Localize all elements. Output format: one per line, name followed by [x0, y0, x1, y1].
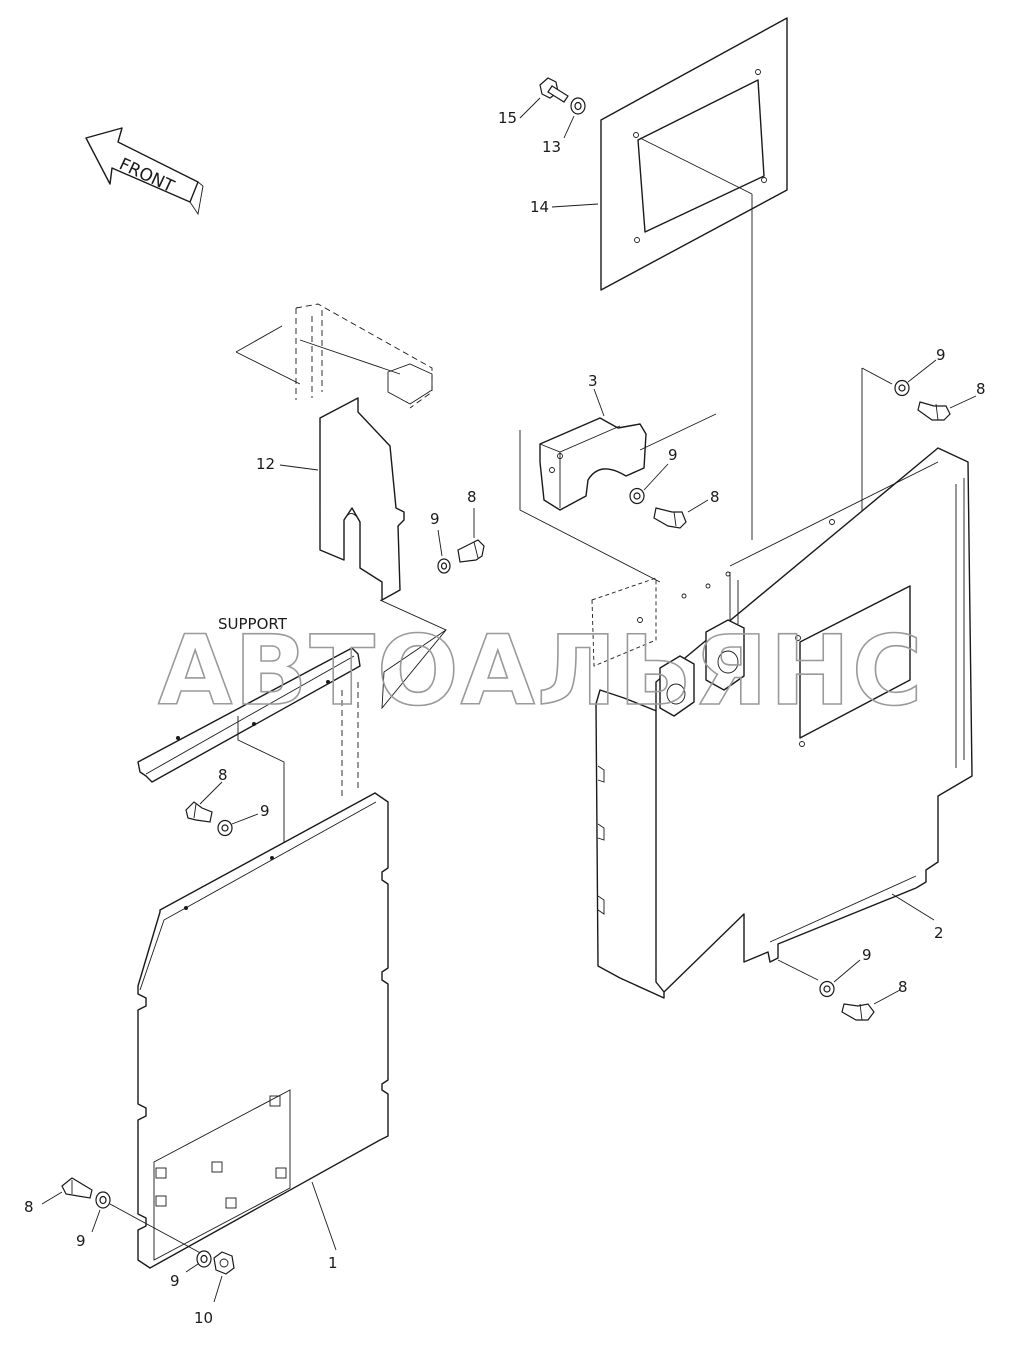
callout-9-c: 9: [76, 1232, 86, 1250]
callout-10: 10: [194, 1309, 213, 1327]
callout-3: 3: [588, 372, 598, 390]
callout-9-d: 9: [170, 1272, 180, 1290]
bolt-8-e: [917, 401, 951, 421]
bolt-8-b: [185, 801, 213, 823]
callout-15: 15: [498, 109, 517, 127]
callout-8-b: 8: [218, 766, 228, 784]
callout-8-e: 8: [976, 380, 986, 398]
washer-13: [570, 97, 586, 115]
plate-part-14: [600, 17, 788, 291]
bracket-part-3: [539, 417, 647, 511]
callout-14: 14: [530, 198, 549, 216]
panel-part-2: [591, 447, 973, 999]
callout-9-g: 9: [862, 946, 872, 964]
support-label: SUPPORT: [218, 615, 288, 633]
callout-13: 13: [542, 138, 561, 156]
bolt-8-f: [841, 1003, 875, 1021]
panel-part-1: [137, 792, 389, 1269]
guard-part-12: [319, 397, 405, 601]
bolt-8-c: [61, 1177, 93, 1199]
callout-8-a: 8: [467, 488, 477, 506]
callout-9-b: 9: [260, 802, 270, 820]
washer-9-e: [629, 487, 645, 505]
callout-8-c: 8: [24, 1198, 34, 1216]
washer-9-a: [437, 558, 451, 574]
washer-9-f: [894, 379, 910, 397]
callout-9-f: 9: [936, 346, 946, 364]
washer-9-d: [196, 1250, 212, 1268]
bolt-8-a: [457, 539, 485, 563]
callout-2: 2: [934, 924, 944, 942]
support-angle: [137, 647, 361, 783]
watermark: АВТОАЛЬЯНС: [158, 615, 924, 727]
washer-9-c: [95, 1191, 111, 1209]
callout-8-f: 8: [898, 978, 908, 996]
washer-9-b: [217, 819, 233, 837]
front-arrow: FRONT: [85, 127, 204, 216]
callout-9-a: 9: [430, 510, 440, 528]
callout-9-e: 9: [668, 446, 678, 464]
washer-9-g: [819, 980, 835, 998]
callout-8-d: 8: [710, 488, 720, 506]
dashed-bracket-frame: [235, 303, 433, 409]
callout-12: 12: [256, 455, 275, 473]
bolt-8-d: [653, 507, 687, 529]
nut-10: [213, 1251, 235, 1275]
bolt-15: [539, 77, 569, 103]
callout-1: 1: [328, 1254, 338, 1272]
